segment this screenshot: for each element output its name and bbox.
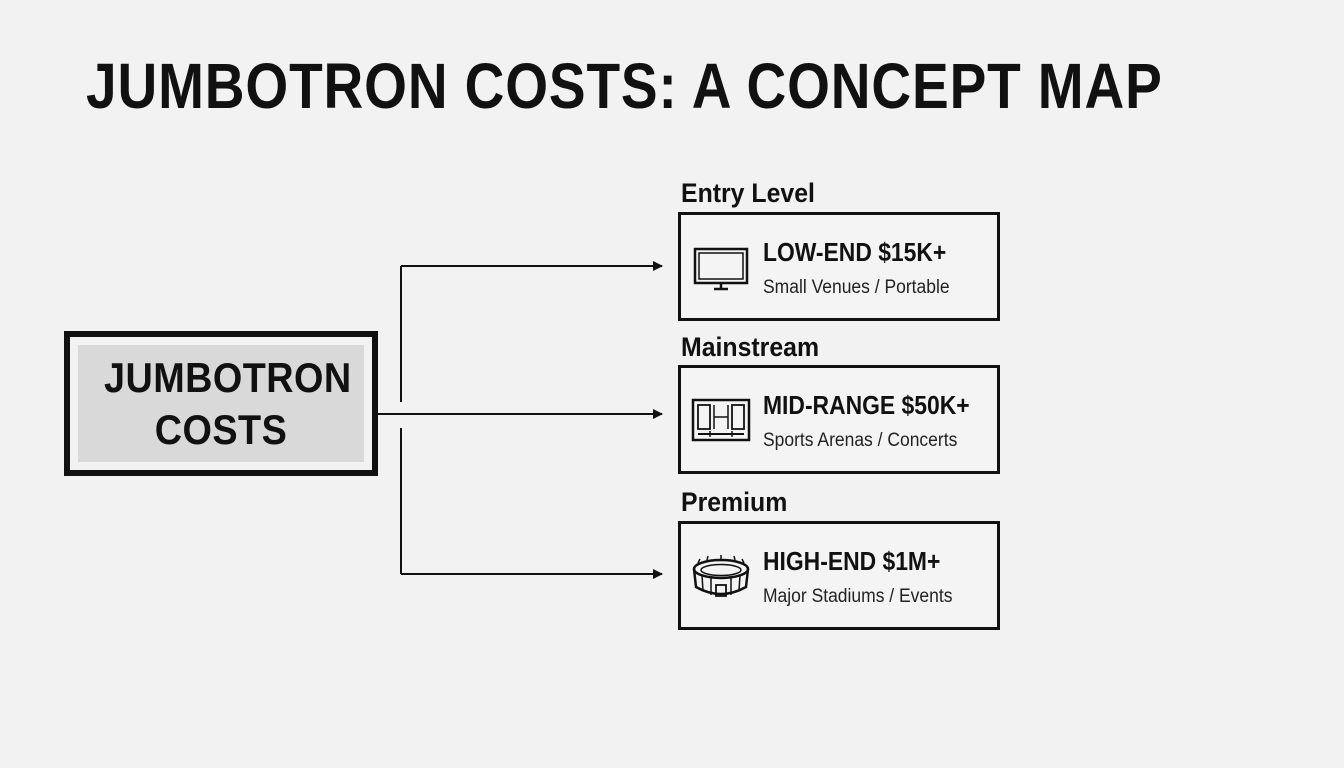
tier-description-mid-range: Sports Arenas / Concerts (763, 430, 958, 451)
tier-heading-mainstream: Mainstream (681, 332, 820, 362)
tier-heading-entry-level: Entry Level (681, 178, 815, 208)
tier-node-entry-level: LOW-END $15K+ Small Venues / Portable (678, 212, 1000, 321)
root-node: JUMBOTRON COSTS (64, 331, 378, 476)
tier-heading-premium: Premium (681, 487, 788, 517)
root-node-fill: JUMBOTRON COSTS (78, 345, 364, 462)
tier-node-premium: HIGH-END $1M+ Major Stadiums / Events (678, 521, 1000, 630)
tier-label-high-end: HIGH-END $1M+ (763, 546, 941, 576)
tier-node-mainstream: MID-RANGE $50K+ Sports Arenas / Concerts (678, 365, 1000, 474)
root-node-label: JUMBOTRON COSTS (104, 353, 352, 453)
monitor-icon (693, 247, 749, 291)
tier-description-low-end: Small Venues / Portable (763, 277, 950, 298)
scoreboard-icon (691, 398, 751, 442)
tier-label-mid-range: MID-RANGE $50K+ (763, 390, 970, 420)
tier-description-high-end: Major Stadiums / Events (763, 586, 953, 607)
diagram-title: JUMBOTRON COSTS: A CONCEPT MAP (86, 50, 1163, 122)
tier-label-low-end: LOW-END $15K+ (763, 237, 947, 267)
stadium-icon (692, 555, 750, 597)
